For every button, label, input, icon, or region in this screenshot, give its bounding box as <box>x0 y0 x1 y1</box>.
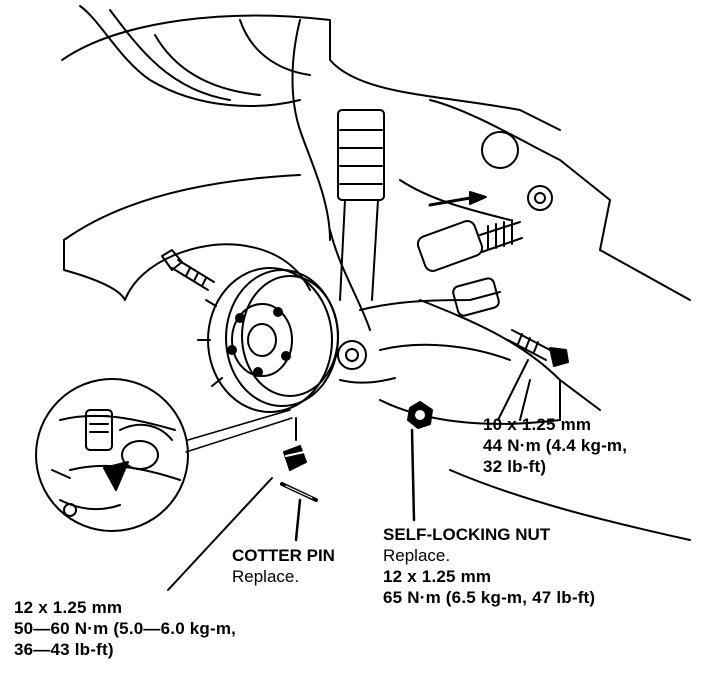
strut <box>329 109 385 331</box>
engine-outline <box>379 99 691 541</box>
detail-inset <box>35 378 293 532</box>
self-locking-nut-note: Replace. <box>383 546 451 565</box>
fender-outline <box>61 5 561 301</box>
self-locking-nut-title: SELF-LOCKING NUT <box>383 525 551 544</box>
flange-bolt <box>497 329 569 421</box>
upper-bolt-left <box>161 249 215 291</box>
drive-shaft <box>416 191 523 272</box>
cotter-pin-callout: COTTER PIN Replace. <box>232 545 335 587</box>
flange-bolt-torque: 44 N·m (4.4 kg-m, <box>483 436 628 455</box>
castle-nut-callout: 12 x 1.25 mm 50—60 N·m (5.0—6.0 kg-m, 36… <box>14 597 236 660</box>
self-locking-nut-size: 12 x 1.25 mm <box>383 567 492 586</box>
cotter-pin <box>280 482 318 542</box>
cotter-pin-title: COTTER PIN <box>232 546 335 565</box>
cotter-pin-note: Replace. <box>232 567 300 586</box>
self-locking-nut-callout: SELF-LOCKING NUT Replace. 12 x 1.25 mm 6… <box>383 524 595 608</box>
castle-nut-leader <box>167 477 273 591</box>
castle-nut-torque-cont: 36—43 lb-ft) <box>14 640 114 659</box>
flange-bolt-callout: 10 x 1.25 mm 44 N·m (4.4 kg-m, 32 lb-ft) <box>483 414 627 477</box>
self-locking-nut-torque: 65 N·m (6.5 kg-m, 47 lb-ft) <box>383 588 596 607</box>
castle-nut-torque: 50—60 N·m (5.0—6.0 kg-m, <box>14 619 237 638</box>
lower-arm <box>337 277 511 384</box>
self-locking-nut <box>407 401 433 522</box>
castle-nut-size: 12 x 1.25 mm <box>14 598 123 617</box>
flange-bolt-size: 10 x 1.25 mm <box>483 415 592 434</box>
castle-nut <box>283 445 307 471</box>
bolt-leader <box>519 379 531 421</box>
flange-bolt-torque-cont: 32 lb-ft) <box>483 457 547 476</box>
hub-and-disc <box>197 267 339 413</box>
